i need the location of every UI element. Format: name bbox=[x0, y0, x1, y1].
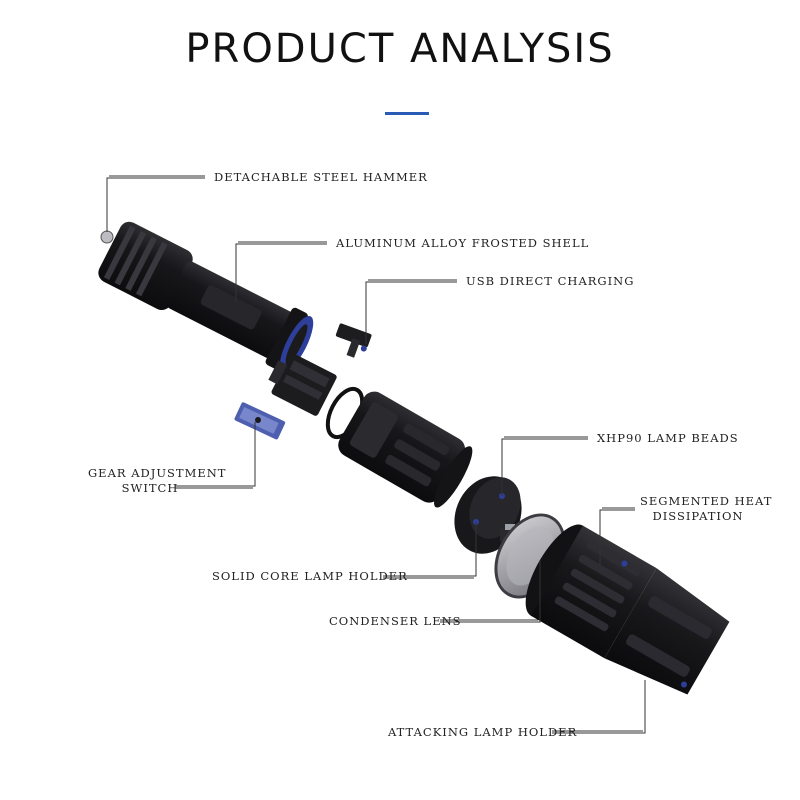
label-heat-line-1: SEGMENTED HEAT bbox=[640, 494, 773, 508]
leader-usb bbox=[365, 281, 457, 344]
leader-gear bbox=[175, 422, 256, 487]
gear-switch-part bbox=[234, 402, 286, 440]
label-xhp90-lamp-beads: XHP90 LAMP BEADS bbox=[597, 431, 739, 445]
leader-attack bbox=[552, 680, 646, 734]
lamp-head-part bbox=[525, 524, 730, 695]
title-accent-bar bbox=[385, 112, 429, 115]
leader-shell bbox=[235, 243, 327, 302]
label-gear-line-1: GEAR ADJUSTMENT bbox=[88, 466, 227, 480]
middle-body-part bbox=[338, 391, 473, 508]
label-usb-direct-charging: USB DIRECT CHARGING bbox=[466, 274, 635, 288]
label-gear-adjustment-switch: GEAR ADJUSTMENT SWITCH bbox=[88, 466, 227, 496]
leader-beads bbox=[501, 438, 588, 496]
usb-charging-part bbox=[335, 323, 372, 358]
leader-lens bbox=[440, 560, 541, 623]
switch-module-part bbox=[268, 353, 337, 416]
page-title: PRODUCT ANALYSIS bbox=[185, 26, 615, 72]
label-solid-core-lamp-holder: SOLID CORE LAMP HOLDER bbox=[212, 569, 408, 583]
label-segmented-heat-dissipation: SEGMENTED HEAT DISSIPATION bbox=[640, 494, 773, 524]
label-aluminum-alloy-frosted-shell: ALUMINUM ALLOY FROSTED SHELL bbox=[336, 236, 590, 250]
label-detachable-steel-hammer: DETACHABLE STEEL HAMMER bbox=[214, 170, 428, 184]
leader-lines bbox=[106, 175, 646, 734]
leader-heat bbox=[599, 509, 635, 565]
label-condenser-lens: CONDENSER LENS bbox=[329, 614, 462, 628]
label-attacking-lamp-holder: ATTACKING LAMP HOLDER bbox=[388, 725, 578, 739]
steel-hammer-part bbox=[100, 230, 114, 244]
leader-hammer bbox=[106, 177, 205, 232]
label-heat-line-2: DISSIPATION bbox=[652, 509, 744, 523]
leader-core bbox=[383, 522, 477, 577]
label-gear-line-2: SWITCH bbox=[121, 481, 179, 495]
